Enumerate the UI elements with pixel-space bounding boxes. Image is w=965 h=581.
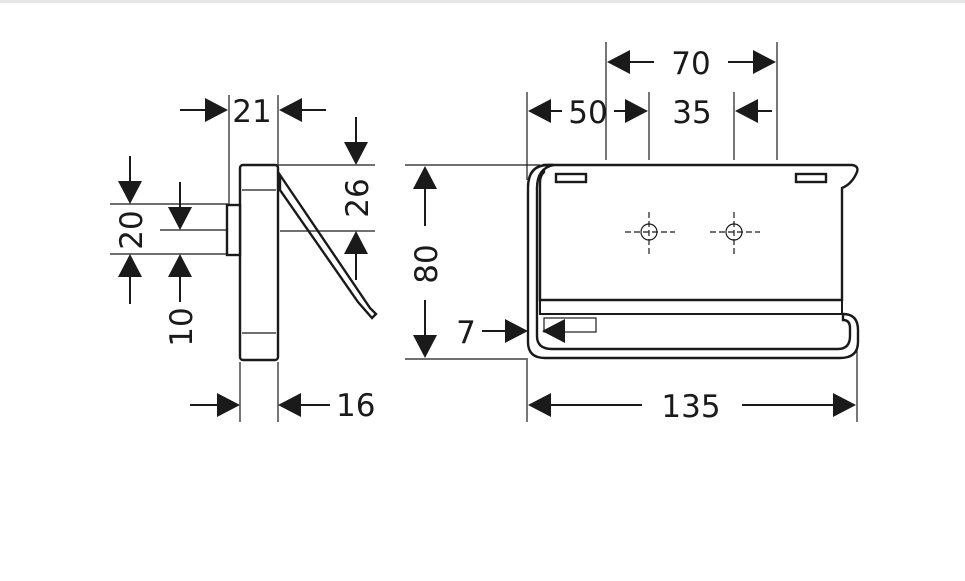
- arrow: [833, 393, 856, 417]
- dim-height-left: 20: [114, 210, 150, 249]
- mount-hole-left: [625, 212, 675, 256]
- dim-spacing-left: 50: [568, 95, 607, 131]
- side-view: 21 26 20 10 16: [110, 94, 378, 424]
- dim-width-top: 21: [232, 94, 271, 130]
- arrow: [413, 166, 437, 189]
- paper-holder-frame: [526, 163, 860, 360]
- arrow: [118, 181, 142, 204]
- shelf-edge: [539, 300, 843, 315]
- dim-gap: 7: [456, 315, 476, 351]
- arrow: [413, 335, 437, 358]
- arrow: [528, 99, 551, 123]
- top-border: [0, 0, 965, 3]
- dim-width: 135: [661, 389, 720, 425]
- arrow: [279, 98, 302, 122]
- arrow: [542, 319, 565, 343]
- bar-element: [543, 317, 597, 333]
- side-arm: [278, 171, 378, 320]
- arrow: [278, 393, 301, 417]
- arrow: [607, 50, 630, 74]
- arrow: [168, 207, 192, 230]
- wall-mount-block: [225, 203, 242, 257]
- arrow: [344, 142, 368, 165]
- dim-height-upper: 26: [340, 178, 376, 217]
- dim-depth-bottom: 16: [336, 388, 375, 424]
- arrow: [753, 50, 776, 74]
- arrow: [168, 254, 192, 277]
- arrow: [205, 98, 228, 122]
- dim-height: 80: [409, 244, 445, 283]
- dim-offset-left: 10: [164, 307, 200, 346]
- shelf-back-plate: [538, 163, 859, 302]
- arrow: [505, 319, 528, 343]
- clip-right: [794, 172, 828, 184]
- arrow: [118, 254, 142, 277]
- dim-spacing-right: 35: [672, 95, 711, 131]
- arrow: [344, 231, 368, 254]
- side-body: [238, 163, 280, 362]
- arrow: [528, 393, 551, 417]
- front-view: 70 50 35 80 7 135: [405, 42, 860, 425]
- clip-left: [554, 172, 588, 184]
- mount-hole-right: [710, 212, 760, 256]
- arrow: [217, 393, 240, 417]
- dim-spacing-total: 70: [671, 46, 710, 82]
- arrow: [625, 99, 648, 123]
- arrow: [735, 99, 758, 123]
